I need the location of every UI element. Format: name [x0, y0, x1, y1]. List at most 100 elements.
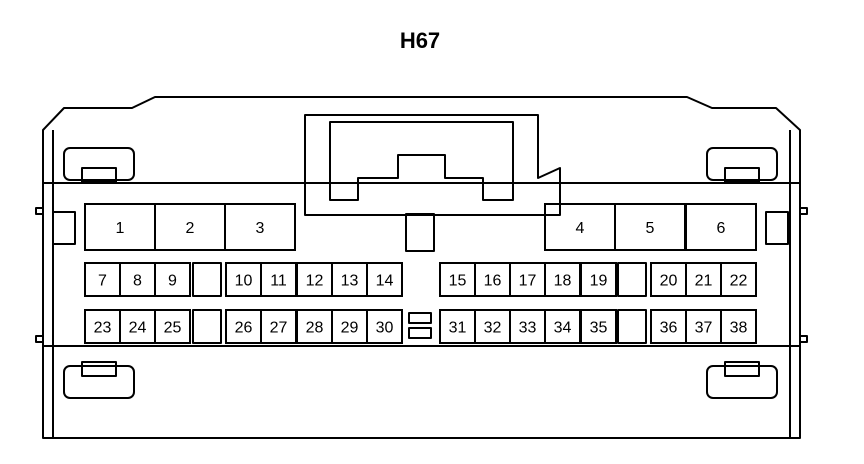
pin-label: 36	[660, 320, 678, 337]
pin-cavity-25: 25	[154, 309, 191, 344]
pin-label: 8	[133, 273, 142, 290]
pin-cavity-13: 13	[331, 262, 368, 297]
pin-cavity-10: 10	[225, 262, 262, 297]
latch-top-left	[63, 147, 135, 181]
locking-tab-outer	[304, 114, 561, 216]
pin-cavity-17: 17	[509, 262, 546, 297]
pin-cavity-31: 31	[439, 309, 476, 344]
pin-label: 1	[116, 220, 125, 237]
blank-cavity	[192, 309, 222, 344]
pin-label: 27	[270, 320, 288, 337]
pin-label: 26	[235, 320, 253, 337]
pin-cavity-14: 14	[366, 262, 403, 297]
pin-cavity-16: 16	[474, 262, 511, 297]
pin-cavity-8: 8	[119, 262, 156, 297]
latch-top-right	[706, 147, 778, 181]
pin-cavity-3: 3	[224, 203, 296, 251]
pin-cavity-7: 7	[84, 262, 121, 297]
pin-label: 15	[449, 273, 467, 290]
pin-label: 37	[695, 320, 713, 337]
pin-label: 29	[341, 320, 359, 337]
pin-label: 17	[519, 273, 537, 290]
pin-cavity-9: 9	[154, 262, 191, 297]
pin-label: 23	[94, 320, 112, 337]
pin-label: 10	[235, 273, 253, 290]
pin-label: 5	[646, 220, 655, 237]
pin-cavity-29: 29	[331, 309, 368, 344]
pin-cavity-15: 15	[439, 262, 476, 297]
pin-cavity-6: 6	[685, 203, 757, 251]
pin-label: 16	[484, 273, 502, 290]
pin-label: 14	[376, 273, 394, 290]
pin-label: 9	[168, 273, 177, 290]
center-slot	[408, 327, 432, 339]
pin-cavity-1: 1	[84, 203, 156, 251]
pin-cavity-36: 36	[650, 309, 687, 344]
center-slot	[408, 312, 432, 324]
pin-label: 25	[164, 320, 182, 337]
pin-cavity-24: 24	[119, 309, 156, 344]
pin-label: 6	[717, 220, 726, 237]
pin-label: 31	[449, 320, 467, 337]
pin-cavity-2: 2	[154, 203, 226, 251]
latch-top-left-inner	[81, 167, 117, 183]
pin-label: 11	[270, 273, 287, 290]
pin-label: 33	[519, 320, 537, 337]
pin-cavity-12: 12	[296, 262, 333, 297]
blank-cavity	[617, 309, 647, 344]
pin-label: 24	[129, 320, 147, 337]
pin-cavity-35: 35	[580, 309, 617, 344]
pin-label: 22	[730, 273, 748, 290]
pin-label: 38	[730, 320, 748, 337]
locking-tab-inner	[329, 121, 514, 201]
latch-bottom-left	[63, 365, 135, 399]
blank-cavity	[617, 262, 647, 297]
pin-label: 3	[256, 220, 265, 237]
side-notch-left-top	[35, 207, 44, 215]
pin-cavity-37: 37	[685, 309, 722, 344]
side-guide-right	[765, 211, 789, 245]
pin-label: 28	[306, 320, 324, 337]
pin-cavity-30: 30	[366, 309, 403, 344]
pin-cavity-26: 26	[225, 309, 262, 344]
side-notch-right-bottom	[799, 335, 808, 343]
pin-label: 12	[306, 273, 324, 290]
pin-label: 2	[186, 220, 195, 237]
pin-cavity-4: 4	[544, 203, 616, 251]
side-guide-left	[52, 211, 76, 245]
pin-cavity-19: 19	[580, 262, 617, 297]
pin-cavity-32: 32	[474, 309, 511, 344]
pin-cavity-34: 34	[544, 309, 581, 344]
pin-cavity-23: 23	[84, 309, 121, 344]
pin-label: 35	[590, 320, 608, 337]
pin-label: 19	[590, 273, 608, 290]
connector-title: H67	[399, 28, 441, 53]
key-slot	[405, 213, 435, 252]
side-notch-left-bottom	[35, 335, 44, 343]
pin-label: 34	[554, 320, 572, 337]
pin-cavity-20: 20	[650, 262, 687, 297]
pin-label: 4	[576, 220, 585, 237]
pin-label: 18	[554, 273, 572, 290]
pin-cavity-5: 5	[614, 203, 686, 251]
pin-label: 20	[660, 273, 678, 290]
latch-bottom-right	[706, 365, 778, 399]
pin-cavity-28: 28	[296, 309, 333, 344]
pin-cavity-21: 21	[685, 262, 722, 297]
pin-cavity-11: 11	[260, 262, 297, 297]
pin-label: 7	[98, 273, 107, 290]
pin-label: 32	[484, 320, 502, 337]
latch-bottom-left-inner	[81, 361, 117, 377]
pin-cavity-18: 18	[544, 262, 581, 297]
pin-cavity-38: 38	[720, 309, 757, 344]
pin-label: 30	[376, 320, 394, 337]
pin-cavity-27: 27	[260, 309, 297, 344]
latch-bottom-right-inner	[724, 361, 760, 377]
pin-cavity-22: 22	[720, 262, 757, 297]
pin-cavity-33: 33	[509, 309, 546, 344]
pin-label: 13	[341, 273, 359, 290]
latch-top-right-inner	[724, 167, 760, 183]
blank-cavity	[192, 262, 222, 297]
side-notch-right-top	[799, 207, 808, 215]
